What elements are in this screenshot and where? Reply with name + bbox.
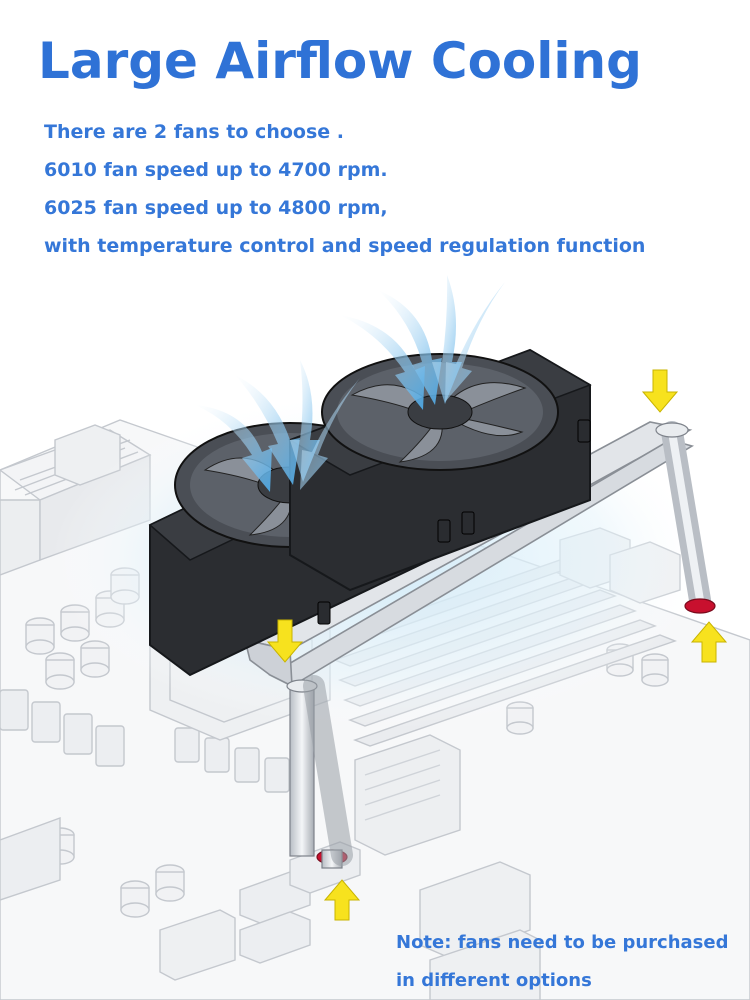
airflow-arrow-icon — [340, 315, 425, 410]
chokes — [0, 689, 290, 793]
airflow-arrow-icon — [445, 282, 505, 402]
purchase-note: Note: fans need to be purchased in diffe… — [396, 924, 728, 1000]
yellow-arrow-icon — [266, 619, 304, 663]
feature-item: with temperature control and speed regul… — [44, 235, 646, 257]
yellow-arrow-icon — [690, 621, 728, 663]
page-title: Large Airflow Cooling — [38, 32, 642, 90]
support-post-right — [655, 421, 716, 614]
feature-list: There are 2 fans to choose . 6010 fan sp… — [44, 113, 645, 265]
feature-item: 6025 fan speed up to 4800 rpm, — [44, 197, 388, 219]
fan-right — [288, 348, 592, 592]
yellow-arrow-icon — [323, 879, 361, 921]
washer-ring — [684, 598, 716, 614]
atx-connector — [354, 734, 461, 856]
mounting-screws — [317, 419, 591, 625]
airflow-arrow-icon — [300, 378, 360, 490]
airflow-arrows — [195, 275, 505, 492]
yellow-arrow-icon — [641, 369, 679, 413]
support-post-left — [286, 675, 353, 869]
note-line-1: Note: fans need to be purchased — [396, 932, 729, 953]
assembly-arrows — [266, 369, 728, 921]
airflow-arrow-icon — [378, 290, 442, 405]
feature-item: 6010 fan speed up to 4700 rpm. — [44, 159, 388, 181]
airflow-arrow-icon — [235, 375, 300, 485]
airflow-arrow-icon — [195, 405, 272, 492]
note-line-2: in different options — [396, 970, 592, 991]
feature-item: There are 2 fans to choose . — [44, 121, 344, 143]
